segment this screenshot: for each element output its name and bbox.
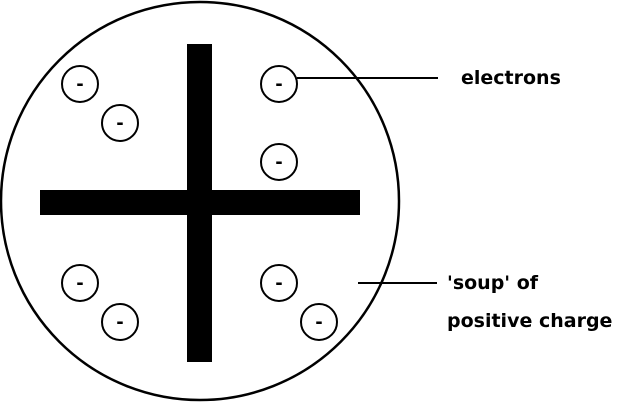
svg-text:-: -: [76, 273, 83, 294]
svg-text:-: -: [315, 312, 322, 333]
soup-label-line2: positive charge: [447, 310, 612, 332]
electron: -: [61, 264, 99, 302]
svg-text:-: -: [275, 273, 282, 294]
electron: -: [260, 264, 298, 302]
svg-text:-: -: [76, 74, 83, 95]
svg-text:-: -: [116, 113, 123, 134]
electron: -: [260, 143, 298, 181]
svg-text:-: -: [116, 312, 123, 333]
horizontal-bar: [40, 190, 360, 215]
soup-label-line1: 'soup' of: [447, 272, 539, 294]
electron: -: [61, 65, 99, 103]
electron: -: [101, 104, 139, 142]
svg-text:-: -: [275, 152, 282, 173]
electron: -: [101, 303, 139, 341]
electron: -: [260, 65, 298, 103]
atom-boundary-circle: [0, 0, 401, 402]
electron: -: [300, 303, 338, 341]
electrons-label: electrons: [461, 67, 561, 89]
svg-text:-: -: [275, 74, 282, 95]
